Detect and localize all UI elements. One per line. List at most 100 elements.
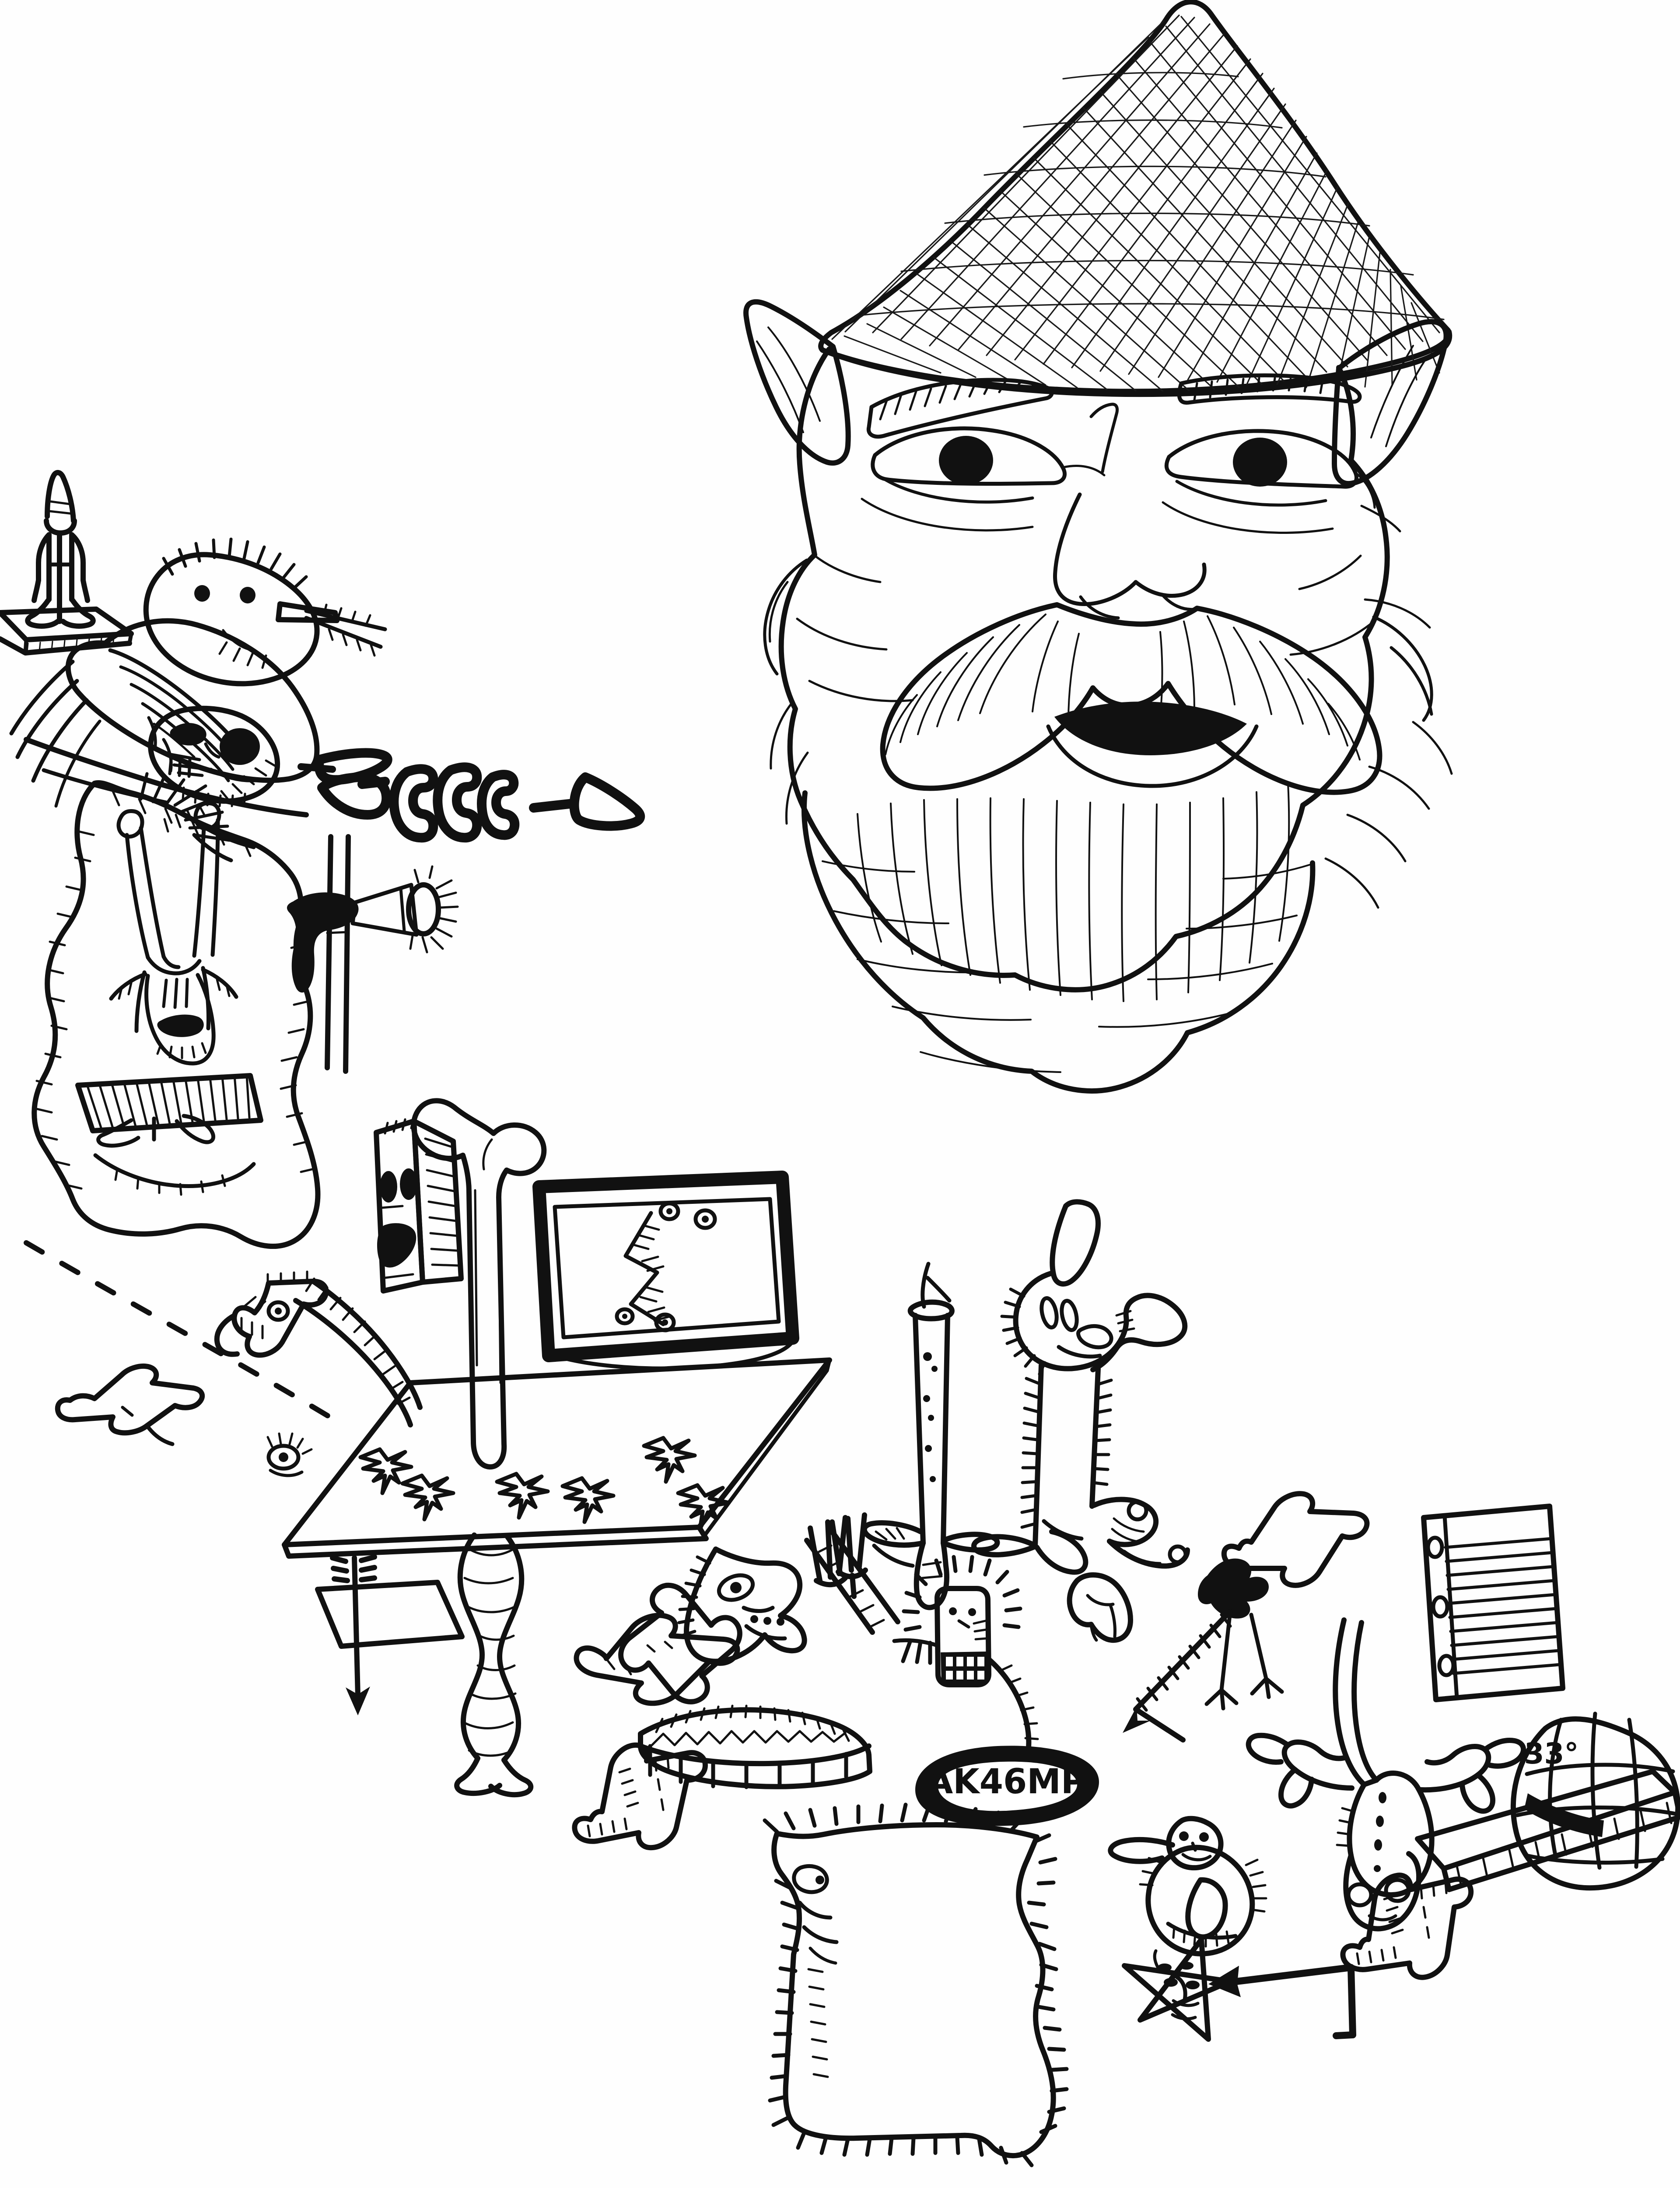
handstand-figure <box>32 780 321 1249</box>
notepad-rules <box>1444 1537 1561 1675</box>
plinth-stripes <box>86 1074 251 1130</box>
tooth <box>1067 1572 1133 1643</box>
bent-arrow-shaft <box>1226 1964 1356 2038</box>
blob-rays <box>763 1802 1069 2167</box>
bird-footprints <box>358 1436 731 1531</box>
candle-foot-hatch <box>875 1527 943 1579</box>
handstand-chin-hatch <box>156 1042 207 1059</box>
eye-small-pupil <box>279 1452 288 1462</box>
monitor-pupil-1 <box>666 1208 672 1214</box>
flame-bowl-hatch <box>1172 1925 1230 1948</box>
monitor-zigzag-hatch <box>631 1224 672 1322</box>
denture-gum-hatch <box>655 1704 850 1742</box>
footprint-1 <box>358 1447 413 1495</box>
bent-arrow-tail <box>1333 2031 1356 2039</box>
left-eyebrow-hairs <box>879 380 1036 421</box>
cap-ribs <box>861 72 1445 320</box>
lizard-side-hatch <box>1336 1807 1356 1847</box>
monitor-zigzag <box>623 1211 665 1326</box>
hand-left <box>55 1364 205 1446</box>
lizard-back-dots <box>1374 1792 1386 1872</box>
footprint-5 <box>642 1436 697 1484</box>
mask-eye-right <box>400 1168 417 1200</box>
footprint-4 <box>560 1476 616 1524</box>
striped-hand <box>1221 1491 1370 1588</box>
horse-ear-hatch <box>266 1270 308 1286</box>
totem-cheek-hatch <box>1115 1310 1135 1332</box>
megaphone-smear <box>287 892 359 993</box>
twisted-column <box>454 1532 534 1798</box>
tab-teeth <box>946 1657 984 1680</box>
lower-hand-shape <box>572 1742 708 1851</box>
glyph-c-1 <box>389 764 438 843</box>
bird-foot-1 <box>1204 1688 1239 1711</box>
profile-pupil <box>730 1582 742 1593</box>
eye-small-outline <box>266 1444 301 1471</box>
mask-side <box>411 1119 464 1285</box>
denture-block <box>638 1707 872 1789</box>
monitor-eye-4 <box>654 1312 676 1332</box>
glyph-row <box>298 748 645 843</box>
right-eyebrow-hairs <box>1193 377 1339 401</box>
beard-strands <box>857 782 1290 1002</box>
glyph-c-2 <box>433 762 482 843</box>
table-surface <box>282 1357 832 1547</box>
mask-eye-left <box>380 1171 397 1203</box>
arrow-tip <box>1123 1707 1151 1733</box>
totem-curl-eye-2 <box>1168 1544 1188 1564</box>
bird-leg-1 <box>1219 1609 1232 1692</box>
tab-arm <box>892 1638 939 1648</box>
monitor-pupil-2 <box>702 1216 709 1223</box>
right-pupil <box>1233 438 1287 487</box>
arrow-bird-legs <box>1123 1558 1284 1743</box>
glyph-bowtie-bottom <box>317 772 392 820</box>
moustache-strokes <box>885 614 1361 761</box>
bird-throat-hatch <box>218 641 267 669</box>
glyph-c-3 <box>477 770 520 840</box>
notepad <box>1421 1504 1565 1702</box>
eye-small-lashes <box>266 1432 313 1455</box>
candle-body-left <box>913 1313 926 1546</box>
flame-shape <box>1185 1877 1228 1940</box>
small-fork-glyph <box>830 1512 868 1599</box>
skull-eye-socket <box>170 723 206 746</box>
totem-body-left <box>1032 1363 1044 1549</box>
candle-body-right <box>941 1313 950 1546</box>
monitor <box>532 1171 799 1371</box>
notepad-hole-3 <box>1437 1654 1456 1677</box>
bird-foot-2 <box>1250 1676 1284 1699</box>
striped-hand-2-stripes <box>1356 1881 1448 1965</box>
megaphone-mouth <box>406 882 441 936</box>
twig-barbs <box>322 603 376 657</box>
forehead-mark <box>1089 403 1119 473</box>
totem-body-right <box>1089 1366 1101 1509</box>
handstand-plinth <box>75 1073 263 1133</box>
handstand-mouth <box>157 1014 204 1037</box>
arrow-black-crest <box>1198 1558 1269 1619</box>
pentagram-goat <box>1122 1937 1233 2042</box>
candle-totem-large <box>971 1199 1190 1575</box>
profile-eye <box>717 1573 755 1602</box>
twisted-column-hatch <box>462 1549 517 1757</box>
horse-head <box>214 1270 423 1427</box>
monitor-pupil-3 <box>622 1314 627 1319</box>
goat-features <box>1158 1962 1200 1989</box>
glyph-dash-right <box>529 799 578 813</box>
lizard-eye-left <box>1346 1882 1373 1907</box>
totem-body-right-spikes <box>1091 1378 1113 1486</box>
striped-hand-lower <box>572 1742 708 1851</box>
tab-cheek-hatch <box>973 1620 988 1641</box>
bird-leg-2 <box>1249 1613 1268 1681</box>
ball-label-text: 33° <box>1524 1737 1579 1771</box>
radiating-tab <box>892 1555 1039 1781</box>
footprint-2 <box>400 1473 455 1522</box>
horse-muzzle-hatch <box>240 1296 266 1339</box>
lower-hand-stripes <box>587 1754 682 1837</box>
bird-eye-right <box>240 587 256 603</box>
megaphone-rays <box>409 865 459 954</box>
tab-eyes <box>949 1607 976 1616</box>
bent-arrow <box>1208 1964 1356 2039</box>
flame-figure-eyes <box>1179 1831 1209 1842</box>
